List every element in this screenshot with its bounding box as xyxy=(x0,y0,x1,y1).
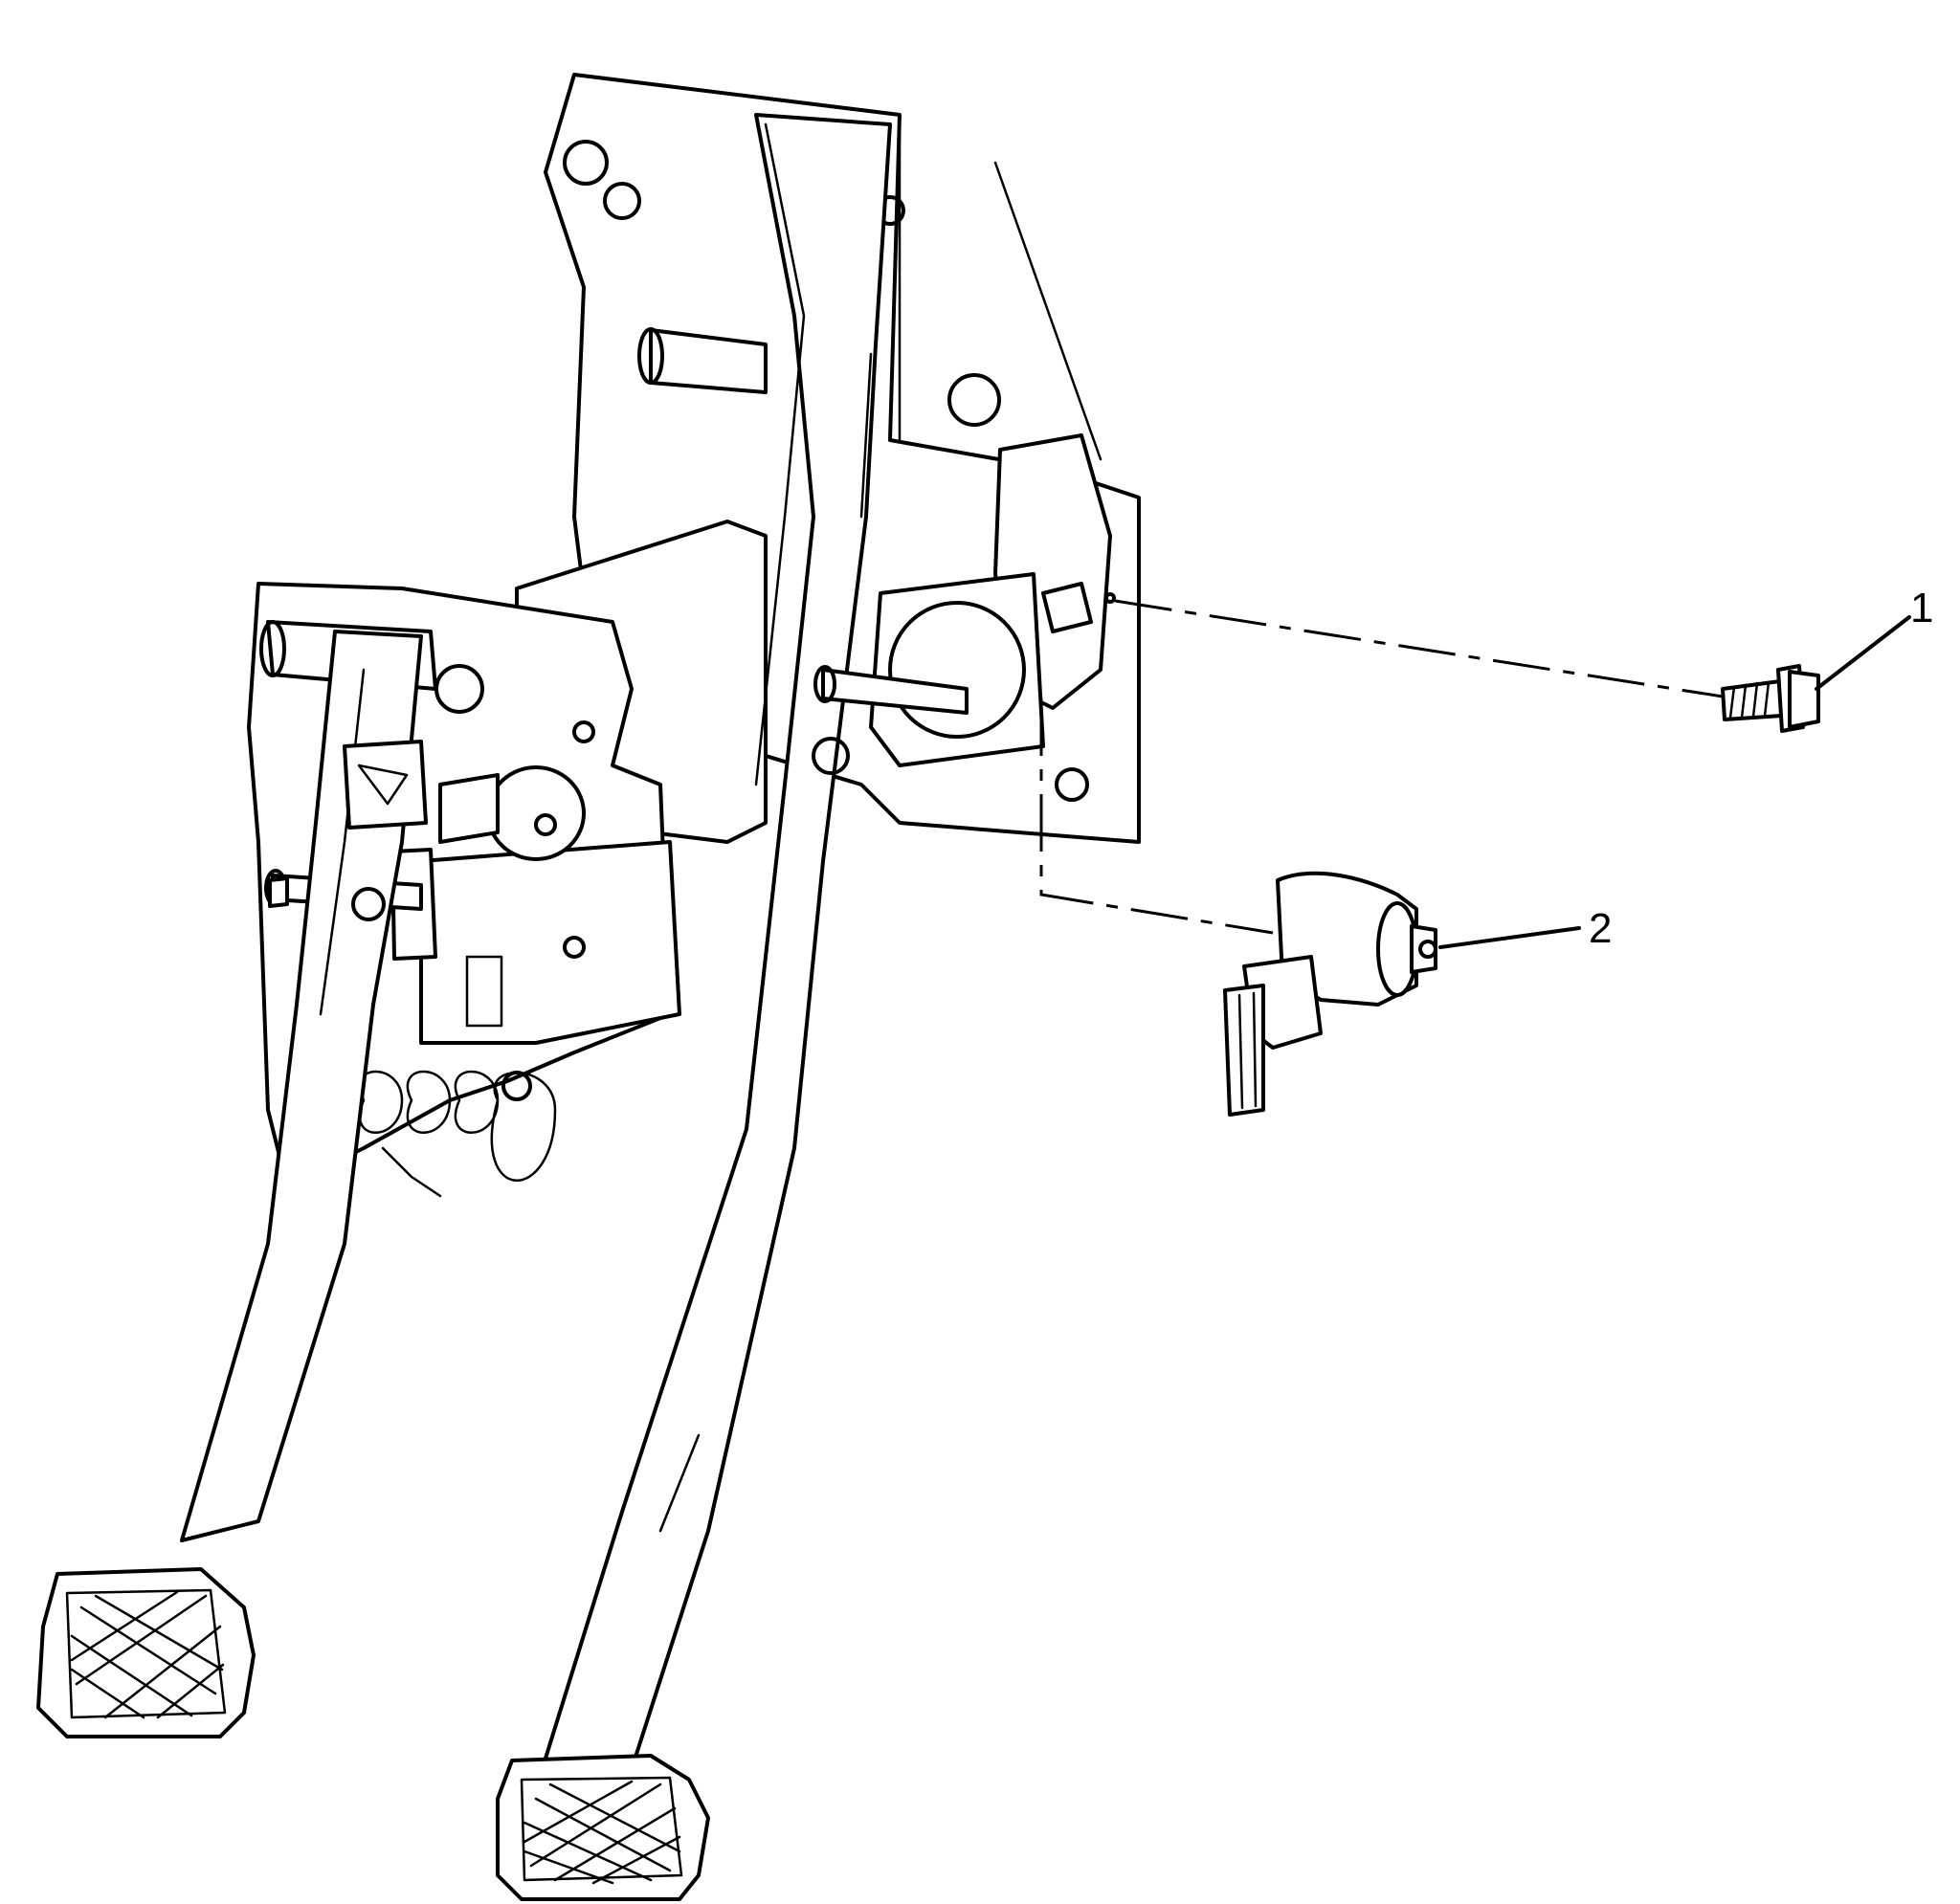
callout-2-leader xyxy=(1438,926,1581,949)
clutch-pedal-arm xyxy=(180,630,428,1542)
brake-pedal-pad xyxy=(496,1754,710,1901)
callout-1-label: 1 xyxy=(1910,585,1933,631)
callout-1-leader xyxy=(1815,615,1911,691)
callout-2-label: 2 xyxy=(1589,905,1612,952)
switch-alignment-line xyxy=(1039,698,1274,935)
bolt-alignment-line xyxy=(1114,599,1724,698)
lower-cross-bracket xyxy=(515,520,1045,844)
bolt xyxy=(1721,664,1820,733)
clutch-pedal-pad xyxy=(36,1567,256,1738)
pedal-position-switch xyxy=(1223,871,1437,1117)
